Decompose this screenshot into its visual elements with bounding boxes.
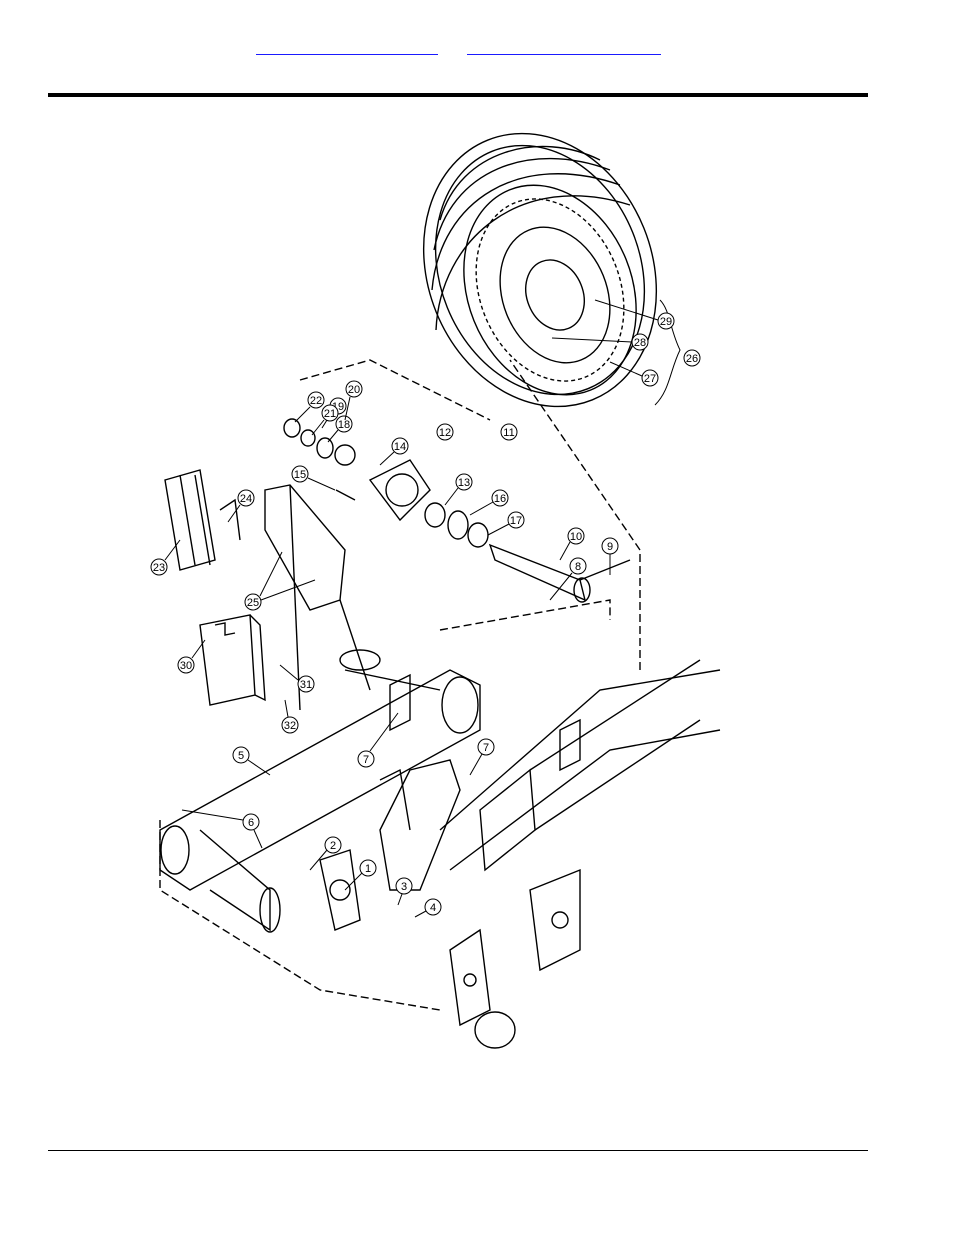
svg-text:29: 29	[660, 316, 672, 328]
svg-text:3: 3	[401, 881, 407, 893]
callout-4: 4	[415, 899, 441, 917]
svg-text:23: 23	[153, 562, 165, 574]
tire-wheel-assembly	[384, 130, 697, 442]
callout-31: 31	[280, 665, 314, 692]
svg-text:12: 12	[439, 427, 451, 439]
svg-text:24: 24	[240, 493, 252, 505]
callout-14: 14	[380, 438, 408, 465]
nav-link-1[interactable]	[256, 40, 438, 55]
svg-text:27: 27	[644, 373, 656, 385]
callout-9: 9	[602, 538, 618, 575]
callout-2: 2	[310, 837, 341, 870]
spacer-block	[200, 615, 265, 705]
callout-20: 20	[345, 381, 362, 420]
svg-text:14: 14	[394, 441, 406, 453]
svg-text:26: 26	[686, 353, 698, 365]
svg-text:9: 9	[607, 541, 613, 553]
callout-6: 6	[182, 810, 262, 848]
svg-text:25: 25	[247, 597, 259, 609]
svg-text:2: 2	[330, 840, 336, 852]
callout-17: 17	[488, 512, 524, 535]
callout-11: 11	[501, 424, 517, 440]
svg-text:8: 8	[575, 561, 581, 573]
callout-22: 22	[295, 392, 324, 422]
callout-7b: 7	[470, 739, 494, 775]
svg-text:11: 11	[503, 427, 514, 439]
callout-24: 24	[228, 490, 254, 522]
parts-diagram: 1 2 3 4 5 6 7 7 8 9 10 11 12 13 14 15 16…	[140, 130, 740, 1080]
svg-text:7: 7	[483, 742, 489, 754]
svg-text:21: 21	[324, 408, 336, 420]
mount-bracket	[320, 660, 720, 1048]
callout-group: 1 2 3 4 5 6 7 7 8 9 10 11 12 13 14 15 16…	[151, 300, 700, 917]
callout-28: 28	[552, 334, 648, 350]
callout-5: 5	[233, 747, 270, 775]
main-beam	[160, 670, 480, 932]
svg-text:10: 10	[570, 531, 582, 543]
callout-32: 32	[282, 700, 298, 733]
callout-16: 16	[470, 490, 508, 515]
assembly-lines	[160, 360, 640, 1010]
svg-text:22: 22	[310, 395, 322, 407]
hub-assembly	[284, 419, 630, 602]
svg-text:31: 31	[300, 679, 312, 691]
callout-13: 13	[445, 474, 472, 505]
spacer-plate	[165, 470, 240, 570]
callout-23: 23	[151, 540, 180, 575]
callout-30: 30	[178, 640, 205, 673]
svg-text:28: 28	[634, 337, 646, 349]
svg-text:18: 18	[338, 419, 350, 431]
callout-3: 3	[396, 878, 412, 905]
svg-text:17: 17	[510, 515, 522, 527]
svg-text:1: 1	[365, 863, 371, 875]
callout-12: 12	[437, 424, 453, 440]
header-rule	[48, 93, 868, 97]
callout-21: 21	[312, 405, 338, 435]
svg-text:4: 4	[430, 902, 436, 914]
svg-text:13: 13	[458, 477, 470, 489]
upright-arm	[265, 485, 440, 710]
svg-text:6: 6	[248, 817, 254, 829]
callout-15: 15	[292, 466, 335, 490]
svg-text:7: 7	[363, 754, 369, 766]
callout-7a: 7	[358, 713, 398, 767]
nav-link-2[interactable]	[467, 40, 661, 55]
svg-text:32: 32	[284, 720, 296, 732]
svg-text:30: 30	[180, 660, 192, 672]
footer-rule	[48, 1150, 868, 1151]
callout-29: 29	[595, 300, 674, 329]
callout-1: 1	[345, 860, 376, 890]
svg-text:20: 20	[348, 384, 360, 396]
callout-10: 10	[560, 528, 584, 560]
svg-text:15: 15	[294, 469, 306, 481]
callout-8: 8	[550, 558, 586, 600]
svg-text:16: 16	[494, 493, 506, 505]
svg-text:5: 5	[238, 750, 244, 762]
